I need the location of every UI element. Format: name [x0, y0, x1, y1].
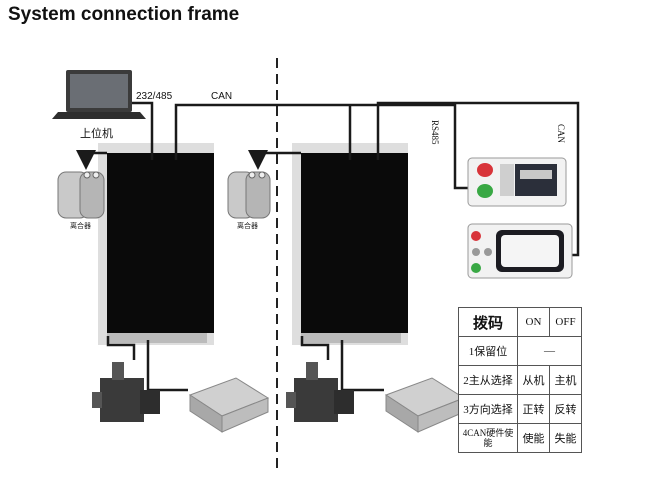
- dip-row-3: 3方向选择 正转 反转: [458, 394, 582, 424]
- dip-header-name: 拨码: [458, 307, 518, 337]
- dip-row-3-name: 3方向选择: [458, 394, 518, 424]
- label-coupler-right: 离合器: [237, 222, 258, 230]
- dip-row-1: 1保留位 —: [458, 336, 582, 366]
- dip-row-4-name: 4CAN硬件使能: [458, 423, 518, 453]
- servo-driver-1: [98, 143, 214, 345]
- label-232-485: 232/485: [136, 91, 173, 102]
- control-panel-2-icon: [467, 223, 573, 279]
- dip-row-3-on: 正转: [517, 394, 550, 424]
- wire-driver2-coupler: [248, 150, 301, 170]
- wire-can-bus: [174, 103, 468, 190]
- dip-header-on: ON: [517, 307, 550, 337]
- motor-left-icon: [92, 362, 160, 422]
- wire-can-panel: [376, 101, 580, 257]
- wire-driver1-psu: [146, 340, 188, 392]
- dip-header-off: OFF: [549, 307, 582, 337]
- wire-driver1-coupler: [76, 150, 107, 170]
- label-rs485: RS485: [430, 120, 440, 145]
- dip-row-3-off: 反转: [549, 394, 582, 424]
- dip-switch-table: 拨码 ON OFF 1保留位 — 2主从选择 从机 主机 3方向选择 正转 反转…: [458, 307, 582, 453]
- wire-host-driver1: [132, 101, 154, 160]
- dip-row-4-off: 失能: [549, 423, 582, 453]
- coupler-right-icon: [227, 171, 271, 219]
- dip-row-4: 4CAN硬件使能 使能 失能: [458, 423, 582, 453]
- dip-row-1-name: 1保留位: [458, 336, 518, 366]
- control-panel-1-icon: [467, 157, 567, 207]
- power-supply-left-icon: [188, 377, 270, 433]
- laptop-icon: [52, 70, 146, 119]
- label-can-panel: CAN: [556, 124, 566, 144]
- wire-driver2-psu: [340, 340, 384, 392]
- power-supply-right-icon: [384, 377, 466, 433]
- dip-row-2-on: 从机: [517, 365, 550, 395]
- servo-driver-2: [292, 143, 408, 345]
- motor-right-icon: [286, 362, 354, 422]
- dip-row-4-on: 使能: [517, 423, 550, 453]
- wire-driver2-motor: [300, 336, 330, 360]
- dip-row-2-name: 2主从选择: [458, 365, 518, 395]
- dip-row-1-on: —: [517, 336, 582, 366]
- label-can-bus: CAN: [211, 91, 233, 102]
- dip-table-header-row: 拨码 ON OFF: [458, 307, 582, 337]
- label-host-computer: 上位机: [80, 128, 113, 140]
- label-coupler-left: 离合器: [70, 222, 91, 230]
- coupler-left-icon: [57, 171, 105, 219]
- dip-row-2-off: 主机: [549, 365, 582, 395]
- wire-driver1-motor: [106, 336, 136, 360]
- dip-row-2: 2主从选择 从机 主机: [458, 365, 582, 395]
- diagram-title: System connection frame: [8, 4, 240, 25]
